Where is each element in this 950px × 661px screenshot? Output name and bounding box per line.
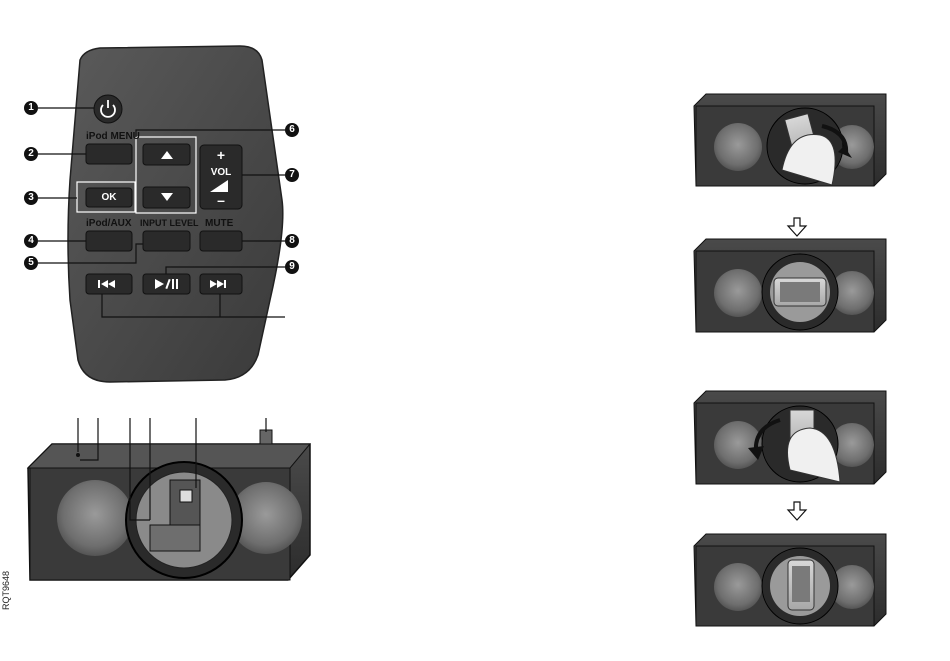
speaker-step-3	[694, 391, 886, 484]
callout-2: 2	[24, 147, 38, 161]
callout-5: 5	[24, 256, 38, 270]
mute-label: MUTE	[205, 218, 233, 229]
indicator-light	[76, 453, 80, 457]
document-code: RQT9648	[1, 571, 11, 610]
callout-4: 4	[24, 234, 38, 248]
arrow-down-1	[788, 218, 806, 236]
remote-control	[68, 46, 283, 382]
callout-3: 3	[24, 191, 38, 205]
speaker-step-2	[694, 239, 886, 332]
speaker-step-1	[694, 94, 886, 186]
mute-button	[200, 231, 242, 251]
top-knob	[260, 430, 272, 444]
callout-8: 8	[285, 234, 299, 248]
power-button	[94, 95, 122, 123]
ipod-menu-button	[86, 144, 132, 164]
ipod-aux-button	[86, 231, 132, 251]
input-level-label: INPUT LEVEL	[140, 218, 199, 228]
arrow-down-2	[788, 502, 806, 520]
ok-label: OK	[86, 192, 132, 203]
vol-minus-label: –	[200, 192, 242, 208]
callout-1: 1	[24, 101, 38, 115]
callout-9: 9	[285, 260, 299, 274]
callout-6: 6	[285, 123, 299, 137]
vol-label: VOL	[200, 167, 242, 178]
vol-plus-label: +	[200, 147, 242, 163]
down-outline-arrow-icon	[788, 218, 806, 236]
ipod-aux-label: iPod/AUX	[86, 218, 132, 229]
speaker-front-view	[28, 430, 310, 580]
down-outline-arrow-icon	[788, 502, 806, 520]
callout-7: 7	[285, 168, 299, 182]
input-level-button	[143, 231, 190, 251]
ipod-menu-label: iPod MENU	[86, 131, 140, 142]
play-pause-button	[143, 274, 190, 294]
left-speaker-grill	[57, 480, 133, 556]
speaker-step-4	[694, 534, 886, 626]
